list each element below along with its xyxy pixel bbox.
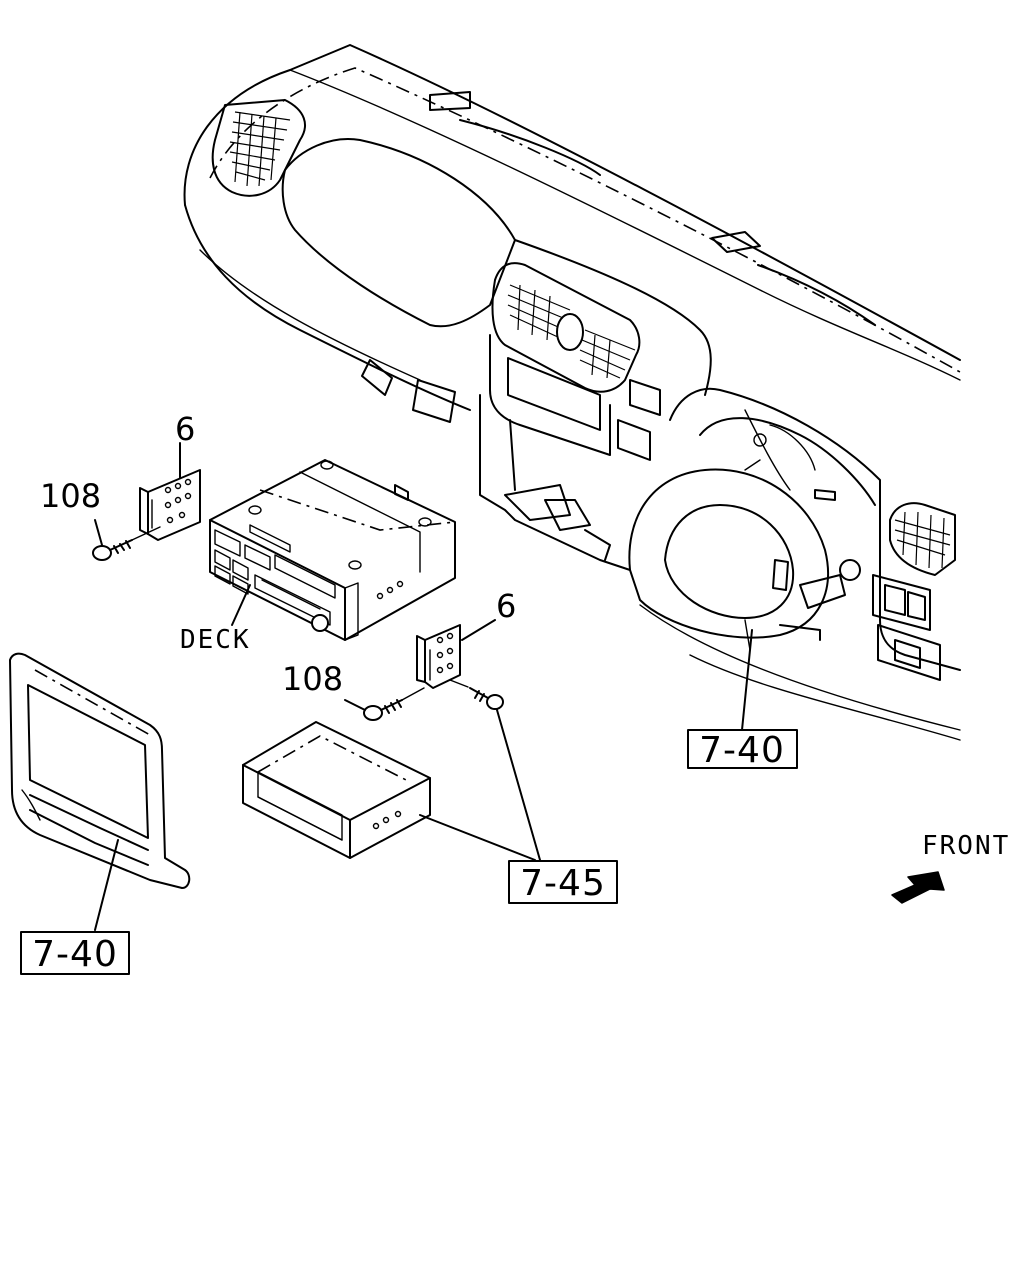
storage-pocket [242,721,431,859]
ref-box-dash: 7-40 [687,729,798,771]
radio-deck-unit [209,459,456,641]
ref-box-bezel: 7-40 [20,931,130,975]
front-arrow-icon [891,871,945,904]
ref-box-pocket-label: 7-45 [520,863,606,904]
leader-lines [94,629,753,931]
callout-bracket-lower: 6 [496,587,516,625]
instrument-panel [183,44,961,741]
callout-screw-lower: 108 [282,660,343,698]
ref-box-dash-label: 7-40 [699,730,785,771]
front-label: FRONT [922,831,1010,861]
screw-108-upper [92,519,161,561]
center-bezel [9,652,191,889]
ref-box-bezel-label: 7-40 [32,934,118,975]
mounting-bracket-upper [139,442,201,541]
screw-pocket [449,679,504,710]
mounting-bracket-lower [416,619,496,689]
callout-bracket-upper: 6 [175,410,195,448]
ref-box-pocket: 7-45 [508,860,618,904]
callout-screw-upper: 108 [40,477,101,515]
screw-108-lower [344,687,425,721]
deck-label: DECK [180,625,251,655]
